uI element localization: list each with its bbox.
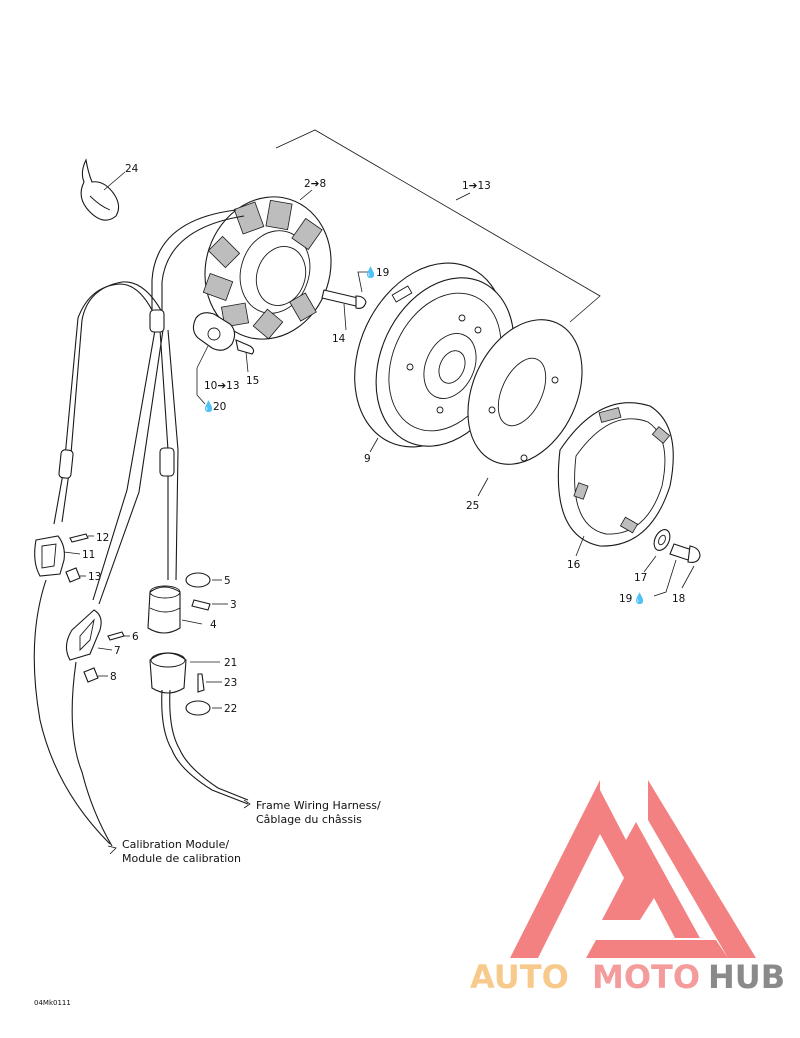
callout-22: 22 [224, 703, 237, 715]
wiring-harness [53, 209, 245, 605]
callout-5: 5 [224, 575, 231, 587]
brand-word-auto: AUTO [470, 958, 569, 996]
callout-19-top: 19 [376, 267, 389, 279]
part-7-connector [65, 609, 113, 661]
callout-4: 4 [210, 619, 217, 631]
frame-harness-label-en: Frame Wiring Harness/ [256, 799, 381, 812]
callout-18: 18 [672, 593, 685, 605]
part-23-terminal [197, 673, 222, 693]
part-5-cap [185, 572, 222, 588]
part-stator [202, 189, 332, 340]
logo-triangle-mark [510, 780, 756, 958]
callout-16: 16 [567, 559, 581, 571]
callout-17: 17 [634, 572, 647, 584]
part-8-clip [83, 667, 108, 683]
watermark-logo [510, 780, 756, 958]
part-21-housing [149, 652, 220, 694]
calibration-leads [33, 579, 117, 855]
callout-1-13: 1➔13 [462, 180, 491, 192]
part-24-clamp [80, 158, 126, 221]
callout-11: 11 [82, 549, 95, 561]
part-25-ring [467, 319, 583, 497]
callout-9: 9 [364, 453, 371, 465]
part-14-screw [321, 271, 368, 331]
brand-word-moto: MOTO [592, 958, 700, 996]
part-12-pin [69, 533, 94, 543]
drawing-code: 04Mk0111 [34, 999, 71, 1007]
brand-word-hub: HUB [708, 958, 785, 996]
callout-14: 14 [332, 333, 346, 345]
calibration-label-en: Calibration Module/ [122, 838, 229, 851]
frame-harness-wire [161, 689, 251, 809]
part-13-clip [65, 567, 86, 583]
calibration-label-fr: Module de calibration [122, 852, 241, 865]
part-18-bolt [653, 543, 701, 597]
callout-19-bottom: 19 [619, 593, 632, 605]
callout-24: 24 [125, 163, 139, 175]
callout-8: 8 [110, 671, 117, 683]
notes: Frame Wiring Harness/ Câblage du châssis… [34, 799, 381, 1007]
callout-20: 20 [213, 401, 226, 413]
callout-3: 3 [230, 599, 237, 611]
callout-25: 25 [466, 500, 479, 512]
callout-13: 13 [88, 571, 101, 583]
callout-7: 7 [114, 645, 121, 657]
callout-2-8: 2➔8 [304, 178, 326, 190]
callouts: 24 2➔8 1➔13 💧 19 14 15 10➔13 💧 20 9 25 1… [82, 163, 685, 715]
part-22-cap [185, 700, 222, 716]
callout-6: 6 [132, 631, 139, 643]
frame-harness-label-fr: Câblage du châssis [256, 813, 362, 826]
part-trigger-coil [192, 312, 255, 405]
callout-12: 12 [96, 532, 109, 544]
group-bracket [275, 129, 601, 323]
watermark-text: AUTO MOTO HUB [470, 958, 785, 996]
callout-10-13: 10➔13 [204, 380, 240, 392]
part-3-terminal [191, 599, 228, 611]
oil-drop-icon: 💧 [202, 400, 215, 413]
part-11-connector [34, 535, 81, 577]
part-4-housing [147, 585, 203, 634]
callout-23: 23 [224, 677, 237, 689]
oil-drop-icon: 💧 [364, 266, 377, 279]
part-17-washer [643, 529, 671, 573]
callout-15: 15 [246, 375, 259, 387]
part-6-pin [107, 631, 130, 641]
part-16-starter-cup [557, 402, 674, 557]
oil-drop-icon: 💧 [633, 592, 646, 605]
callout-21: 21 [224, 657, 237, 669]
